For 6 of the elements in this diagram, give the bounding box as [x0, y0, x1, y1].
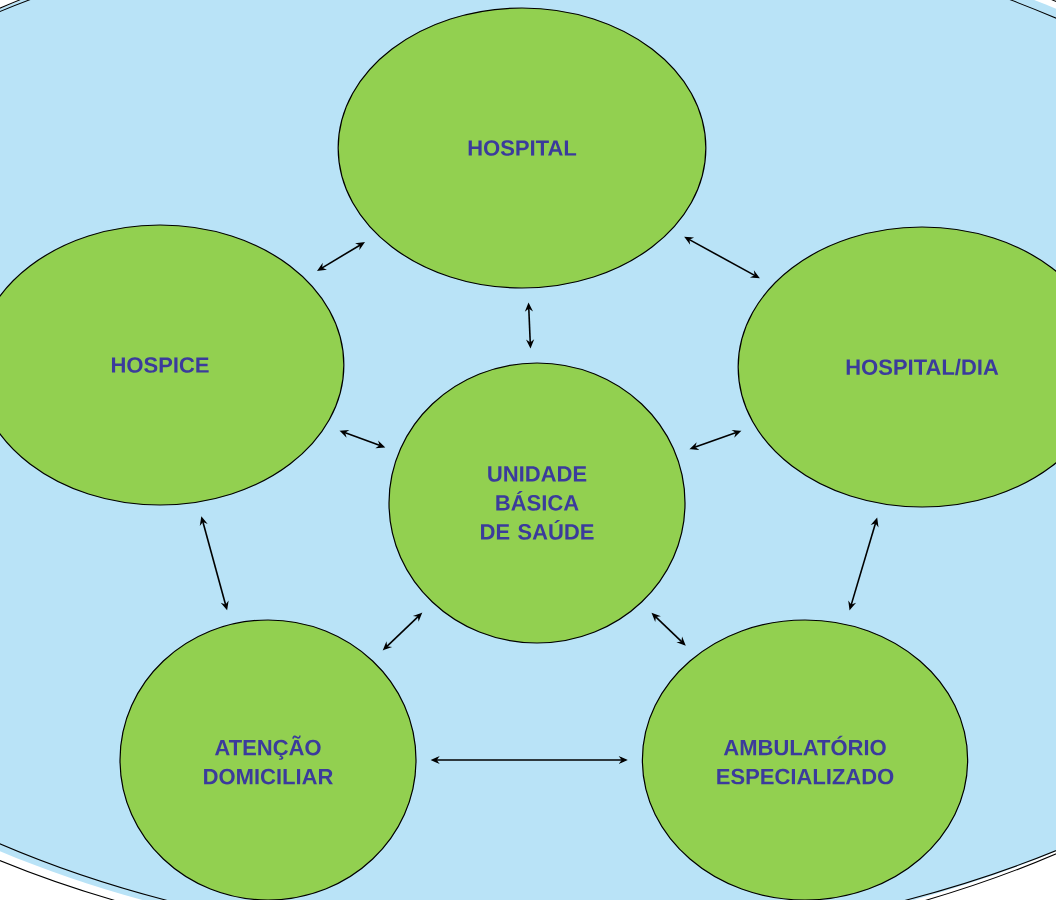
circle-node: HOSPITAL/DIA: [737, 226, 1056, 508]
circle-node: UNIDADE BÁSICA DE SAÚDE: [388, 362, 686, 644]
double-arrow: [317, 242, 365, 271]
circle-node: ATENÇÃO DOMICILIAR: [119, 619, 417, 900]
circle-node: AMBULATÓRIO ESPECIALIZADO: [641, 619, 969, 900]
circle-node: HOSPITAL: [337, 7, 707, 289]
